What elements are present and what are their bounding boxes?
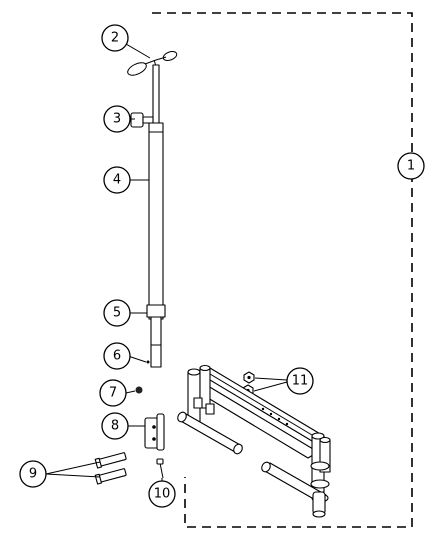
ball-nut (135, 386, 143, 394)
bolts (94, 452, 127, 485)
svg-text:4: 4 (113, 173, 121, 188)
svg-text:3: 3 (113, 112, 121, 127)
callout-9: 9 (19, 460, 47, 488)
svg-text:2: 2 (111, 31, 119, 46)
callout-4: 4 (103, 166, 131, 194)
svg-text:11: 11 (292, 374, 309, 389)
locking-knob (130, 112, 154, 128)
iv-hook (127, 51, 178, 76)
callout-11: 11 (286, 367, 314, 395)
callout-5: 5 (103, 299, 131, 327)
screw (156, 458, 164, 479)
svg-text:8: 8 (111, 419, 119, 434)
callout-10: 10 (148, 480, 176, 508)
pole-collar (146, 304, 166, 318)
lower-post (150, 316, 162, 368)
callout-2: 2 (101, 24, 129, 52)
callout-3: 3 (103, 105, 131, 133)
svg-text:5: 5 (113, 306, 121, 321)
callout-7: 7 (99, 379, 127, 407)
svg-text:6: 6 (113, 349, 121, 364)
main-pole (148, 122, 164, 320)
svg-text:9: 9 (29, 467, 37, 482)
callout-8: 8 (101, 412, 129, 440)
upper-pole (152, 64, 160, 124)
svg-text:7: 7 (109, 386, 117, 401)
svg-text:1: 1 (407, 159, 415, 174)
frame-assembly (177, 364, 331, 518)
mounting-bracket (144, 413, 165, 451)
callout-6: 6 (103, 342, 131, 370)
assembly-boundary (152, 12, 413, 528)
svg-text:10: 10 (154, 487, 171, 502)
pin (146, 360, 150, 364)
callout-1: 1 (397, 152, 425, 180)
